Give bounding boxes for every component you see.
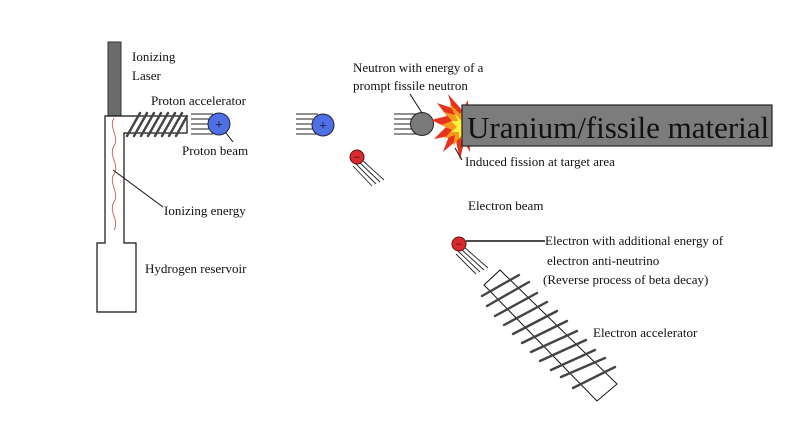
ionizing-laser-label-1: Ionizing [132,49,176,64]
proton-accelerator-label: Proton accelerator [151,93,247,108]
electron-accelerator-label: Electron accelerator [593,325,698,340]
ionizing-energy-pointer [112,169,164,208]
electron-minus-sign-2: − [456,237,463,251]
ionizing-energy-label: Ionizing energy [164,203,246,218]
uranium-target [461,104,773,147]
ionizing-laser [107,41,122,117]
electron-particle-2: − [451,236,489,275]
neutron-pointer [409,93,423,114]
proton-plus-sign-1: + [215,118,223,133]
ionizing-laser-label-2: Laser [132,68,162,83]
electron-label-3: (Reverse process of beta decay) [543,272,708,287]
induced-fission-pointer [454,147,463,161]
proton-beam-pointer [225,132,234,143]
proton-particle-2: + [296,113,335,137]
uranium-target-label: Uranium/fissile material [467,110,769,145]
proton-particle-1: + [191,112,231,136]
proton-plus-sign-2: + [319,119,327,134]
proton-accelerator-coil [125,111,189,138]
electron-label-1: Electron with additional energy of [545,233,724,248]
neutron-label-1: Neutron with energy of a [353,60,484,75]
induced-fission-label: Induced fission at target area [465,154,615,169]
electron-label-2: electron anti-neutrino [547,253,659,268]
ionization-tube [96,115,188,313]
proton-beam-label: Proton beam [182,143,248,158]
neutron-label-2: prompt fissile neutron [353,78,468,93]
ionizing-energy-wave [111,117,117,231]
electron-minus-sign-1: − [354,150,361,164]
electron-beam-label: Electron beam [468,198,543,213]
hydrogen-reservoir-label: Hydrogen reservoir [145,261,247,276]
electron-accelerator-box [483,269,618,402]
electron-particle-1: − [349,149,385,187]
neutron-particle [394,112,434,136]
electron-accelerator-coil [480,273,617,390]
